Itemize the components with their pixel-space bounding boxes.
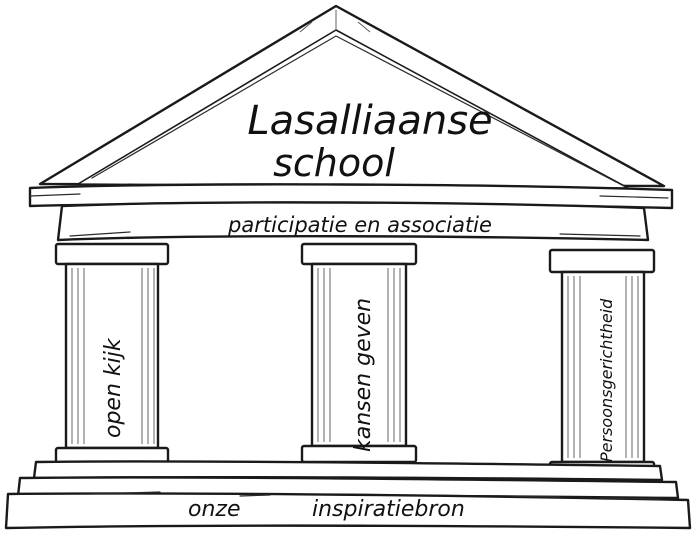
temple-title-line2: school	[273, 141, 395, 185]
pillar-left-label: open kijk	[101, 337, 126, 438]
base-steps	[4, 460, 692, 530]
temple-title-line1: Lasalliaanse	[247, 98, 492, 144]
beam	[28, 183, 674, 242]
pillar-left	[54, 242, 170, 466]
pillar-right	[548, 248, 656, 480]
pillar-right-label: Persoonsgerichtheid	[597, 298, 616, 462]
base-word-onze: onze	[188, 497, 241, 522]
roof	[38, 4, 666, 189]
pillar-middle	[300, 242, 418, 464]
pillar-middle-label: kansen geven	[351, 298, 376, 452]
beam-text: participatie en associatie	[227, 213, 492, 237]
base-word-inspiratiebron: inspiratiebron	[312, 497, 465, 522]
